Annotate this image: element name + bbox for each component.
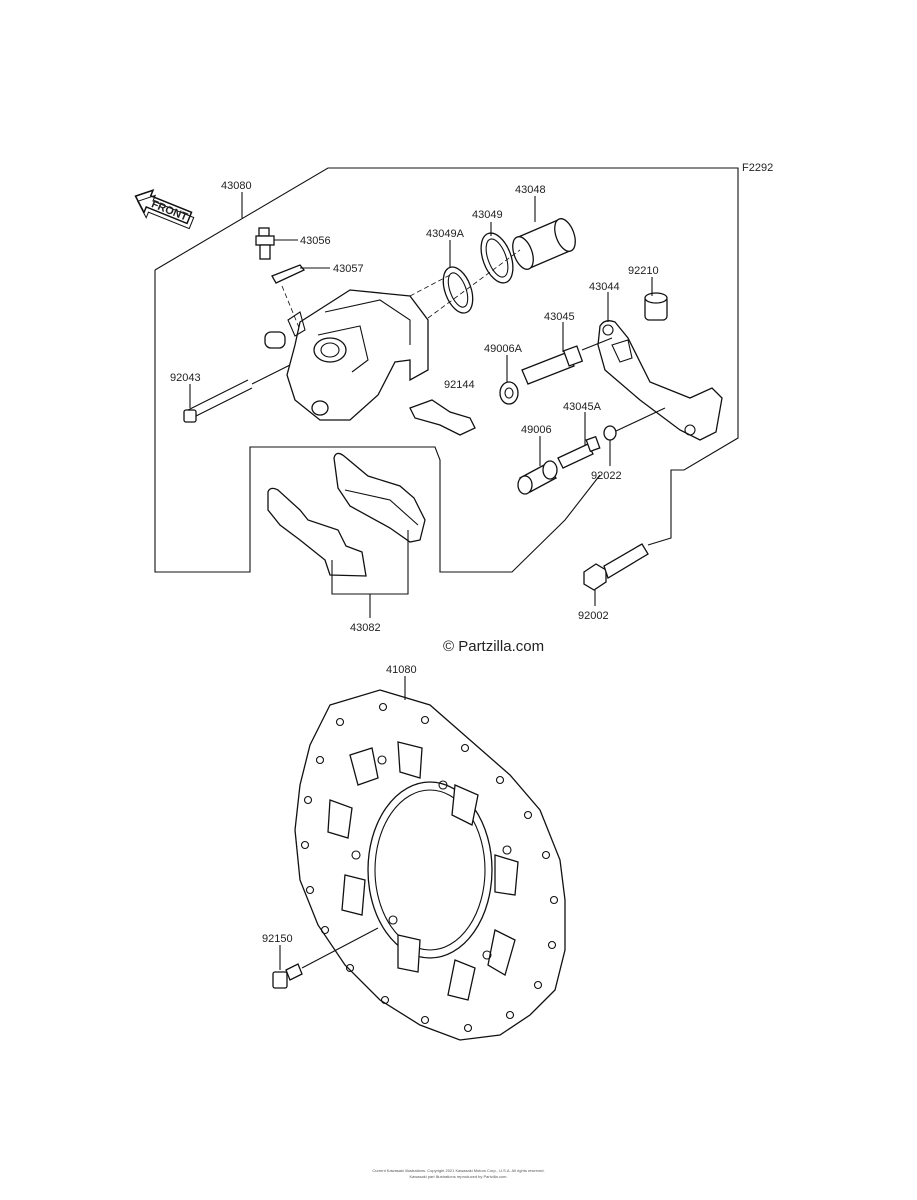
caliper-body [264,289,429,421]
boot-a-icon [499,381,519,405]
slide-pin-icon [521,337,613,385]
footer-line-1: Current Kawasaki illustrations. Copyrigh… [372,1168,545,1173]
pad-pin-icon [183,364,291,423]
label-41080: 41080 [386,664,417,676]
assembly-frame-left [154,270,601,573]
piston-seal-icon [480,232,514,284]
pad-spring-icon [409,399,476,436]
label-43080: 43080 [221,180,252,192]
bleed-cap-icon [271,264,330,331]
label-43082: 43082 [350,622,381,634]
collar-icon [644,292,668,321]
label-43056: 43056 [300,235,331,247]
label-92022: 92022 [591,470,622,482]
piston-icon [512,218,576,270]
label-43045A: 43045A [563,401,602,413]
brake-disc-icon [294,689,566,1041]
label-92144: 92144 [444,379,475,391]
brake-pads-icon [267,452,426,577]
assembly-frame [154,167,739,546]
footer-line-2: Kawasaki part illustrations reproduced b… [409,1174,508,1179]
label-43044: 43044 [589,281,620,293]
bleed-valve-icon [255,227,298,260]
slide-pin-a-icon [557,435,601,469]
label-49006A: 49006A [484,343,523,355]
washer-icon [603,425,617,441]
disc-bolt-icon [272,927,379,989]
label-92043: 92043 [170,372,201,384]
front-label: FRONT [150,198,190,223]
boot-icon [517,460,558,495]
watermark: © Partzilla.com [443,638,544,655]
label-49006: 49006 [521,424,552,436]
caliper-bracket-icon [597,320,723,441]
dust-seal-icon [442,266,474,314]
mounting-bolt-icon [583,543,649,591]
diagram-code: F2292 [742,162,773,174]
front-arrow-icon: FRONT [134,189,195,230]
label-92150: 92150 [262,933,293,945]
label-43049: 43049 [472,209,503,221]
label-92002: 92002 [578,610,609,622]
label-43045: 43045 [544,311,575,323]
label-43049A: 43049A [426,228,465,240]
label-43048: 43048 [515,184,546,196]
label-92210: 92210 [628,265,659,277]
label-43057: 43057 [333,263,364,275]
